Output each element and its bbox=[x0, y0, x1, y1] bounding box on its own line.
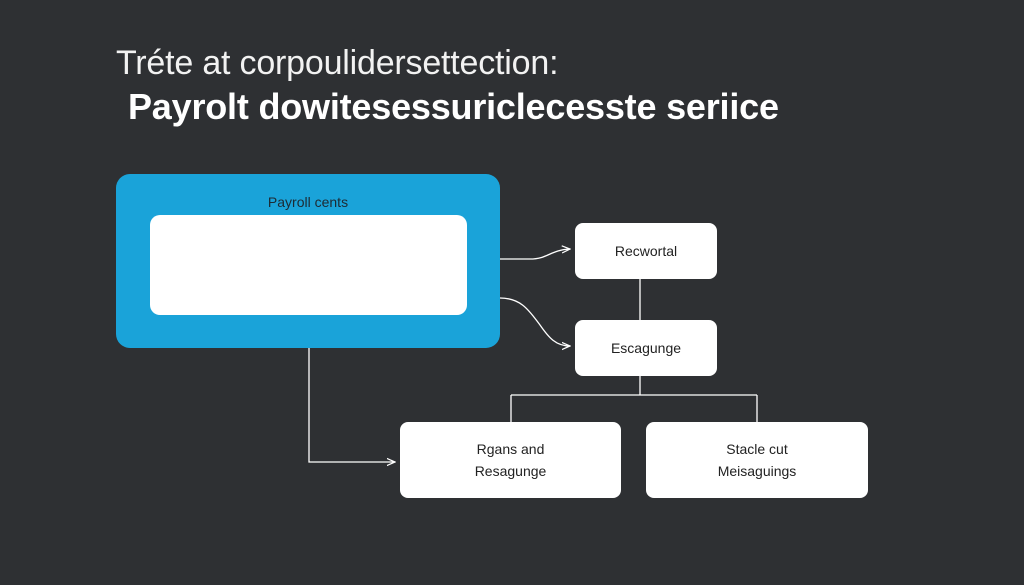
payroll-panel-content-box bbox=[150, 215, 467, 315]
node-rgans-and-resagunge: Rgans and Resagunge bbox=[400, 422, 621, 498]
node-escagunge-label: Escagunge bbox=[610, 340, 682, 356]
node-stacle-line-1: Stacle cut bbox=[726, 441, 788, 457]
node-escagunge: Escagunge bbox=[575, 320, 717, 376]
branch-from-escagunge bbox=[510, 376, 758, 422]
node-rgans-line-1: Rgans and bbox=[476, 441, 545, 457]
node-stacle-cut-meisaguings: Stacle cut Meisaguings bbox=[646, 422, 868, 498]
payroll-panel-title: Payroll cents bbox=[267, 194, 349, 210]
node-stacle-line-2: Meisaguings bbox=[717, 463, 797, 479]
node-recwortal-label: Recwortal bbox=[614, 243, 678, 259]
node-recwortal: Recwortal bbox=[575, 223, 717, 279]
arrow-to-escagunge bbox=[499, 297, 570, 346]
diagram-title-line-2: Payrolt dowitesessuriclecesste seriice bbox=[128, 86, 779, 127]
payroll-source-panel: Payroll cents bbox=[116, 174, 500, 348]
node-rgans-line-2: Resagunge bbox=[474, 463, 547, 479]
arrow-panel-to-rgans bbox=[308, 348, 395, 462]
diagram-title-line-1: Tréte at corpoulidersettection: bbox=[116, 44, 559, 82]
arrow-to-recwortal bbox=[500, 249, 570, 260]
